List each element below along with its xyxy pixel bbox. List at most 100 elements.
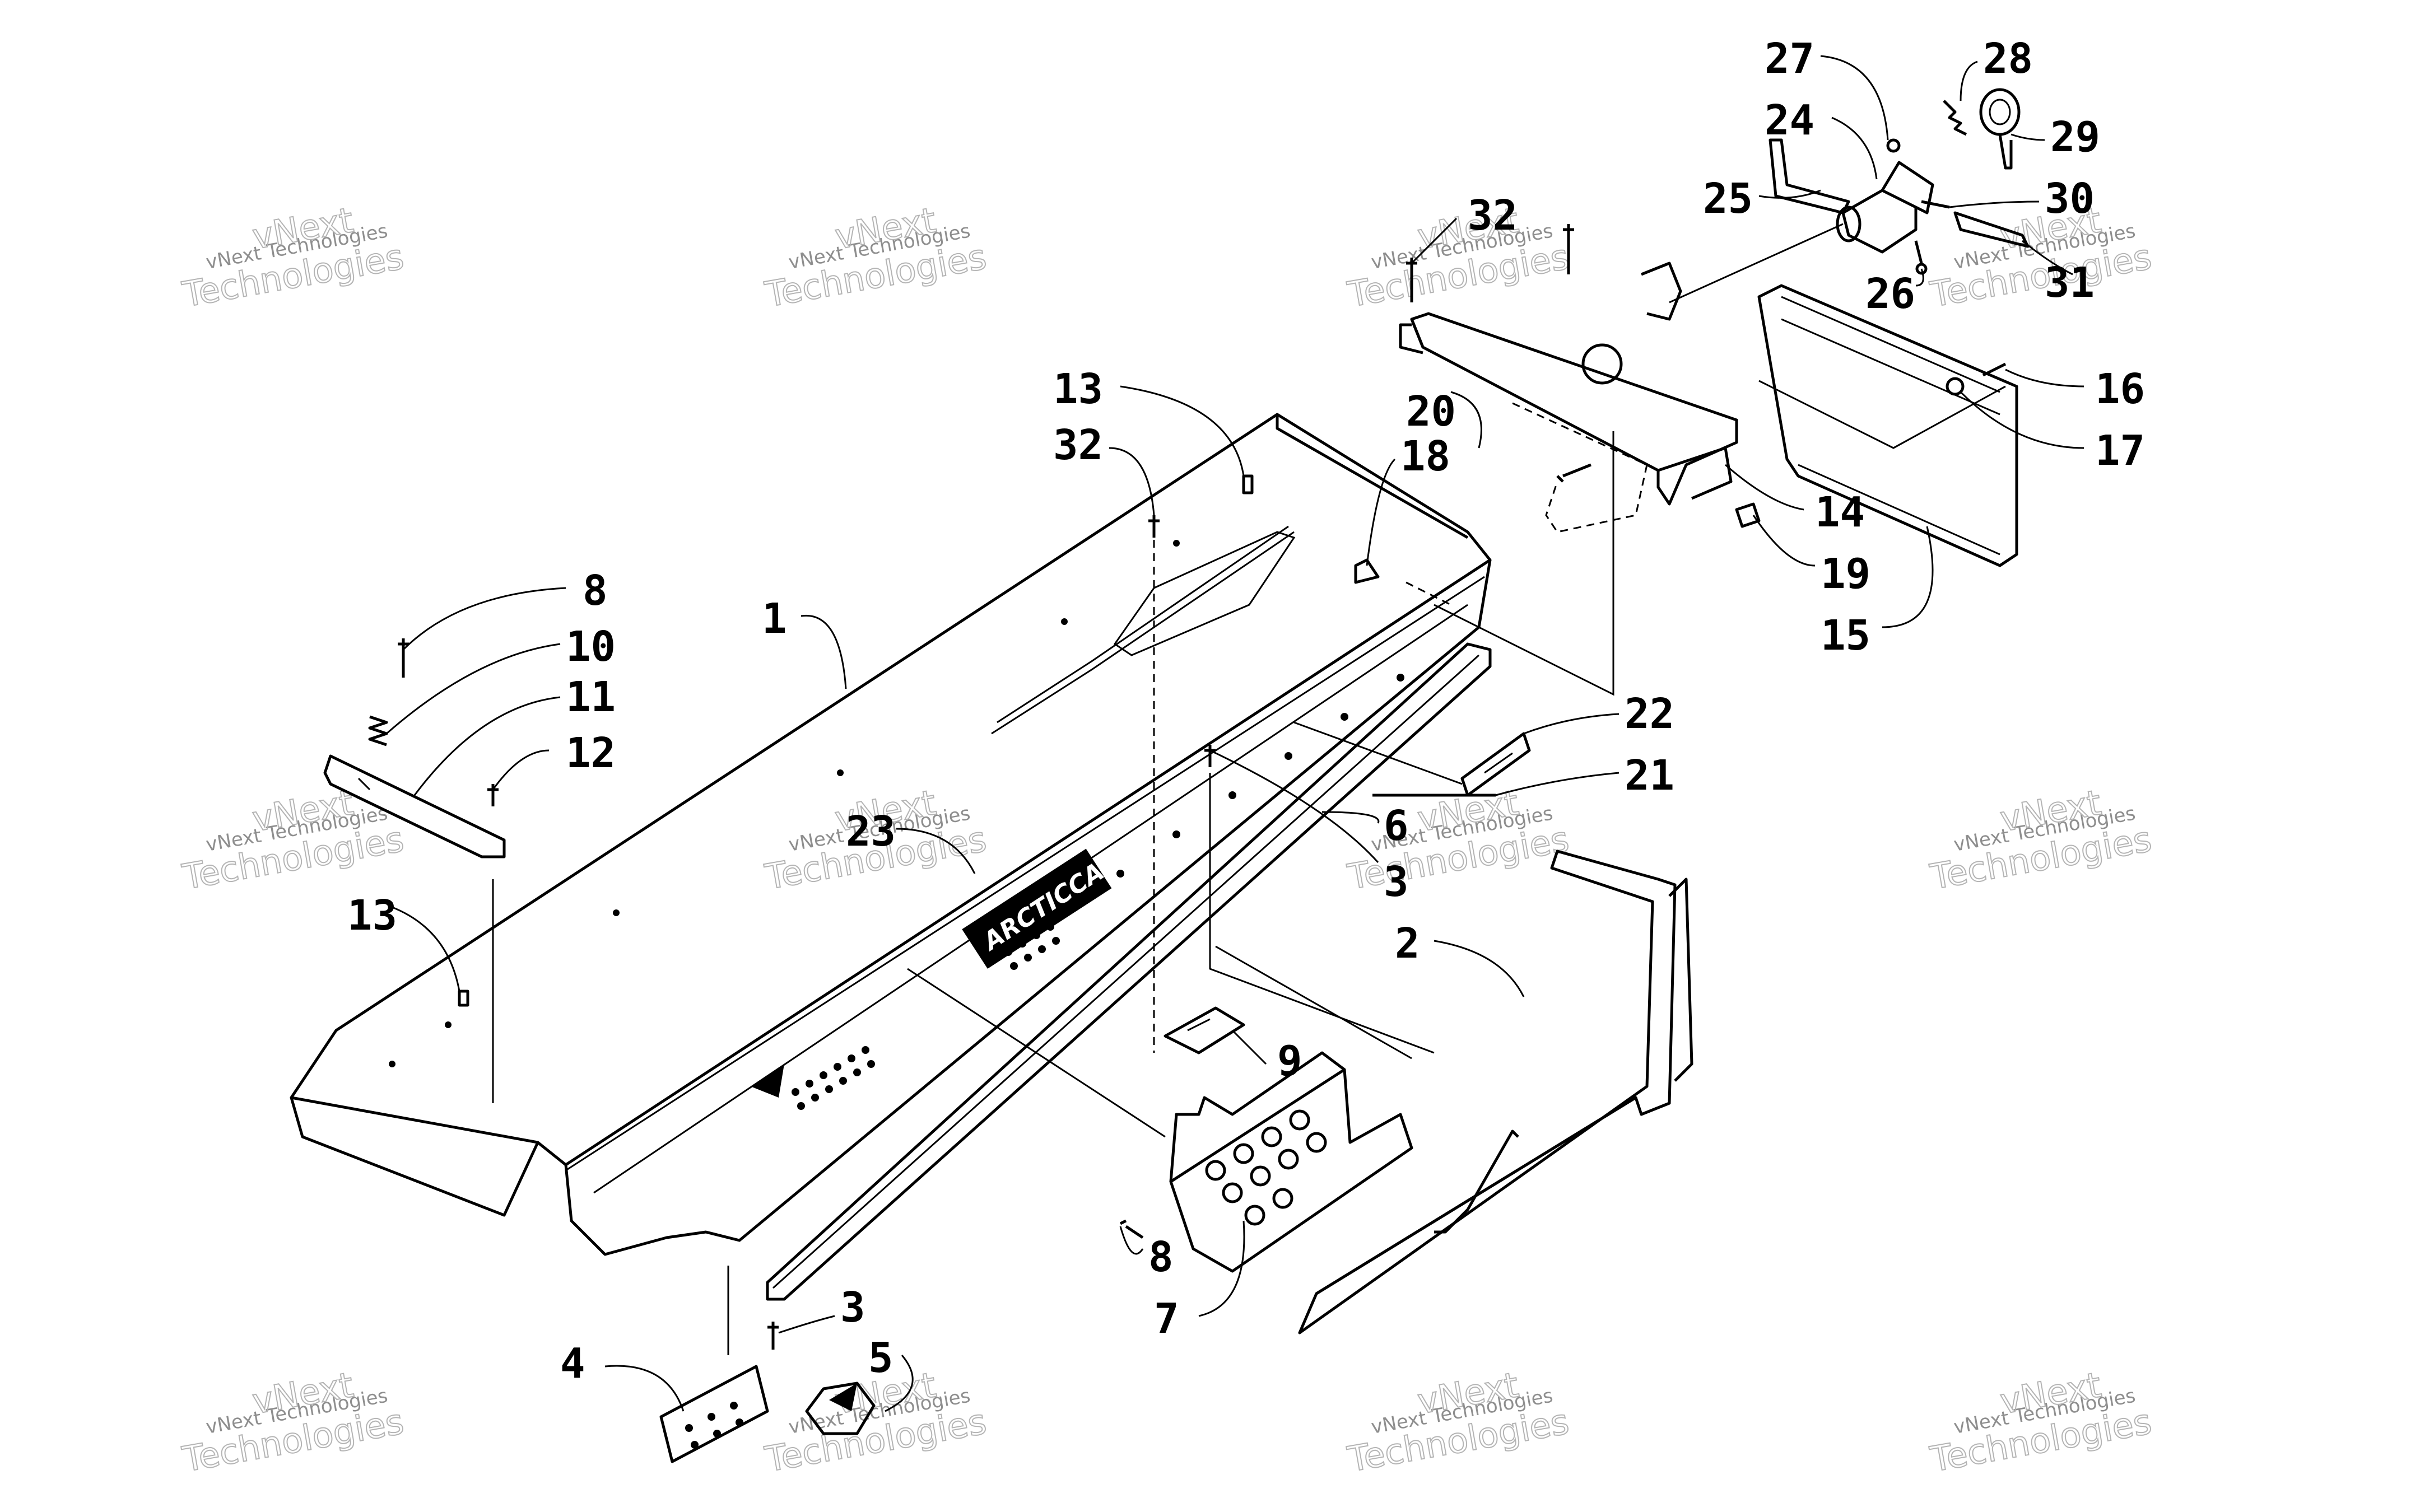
watermark: vNext Technologies vNext Technologies (1926, 199, 2155, 316)
svg-text:7: 7 (1154, 1295, 1179, 1343)
callout-28: 28 (1960, 35, 2033, 101)
watermark: vNext Technologies vNext Technologies (179, 1364, 407, 1481)
watermark: vNext Technologies vNext Technologies (761, 199, 990, 316)
callout-31: 31 (2022, 240, 2095, 307)
callout-19: 19 (1752, 515, 1870, 598)
svg-text:13: 13 (347, 892, 397, 940)
callout-17: 17 (1960, 391, 2145, 475)
part-snow-flap (1757, 284, 2018, 567)
svg-text:31: 31 (2045, 259, 2095, 307)
svg-text:8: 8 (1148, 1233, 1174, 1281)
svg-text:3: 3 (840, 1284, 865, 1332)
svg-text:11: 11 (566, 673, 616, 721)
svg-text:20: 20 (1406, 388, 1456, 436)
callout-6: 6 (1321, 802, 1409, 850)
callout-16: 16 (2005, 365, 2145, 413)
callout-5: 5 (868, 1334, 914, 1412)
svg-text:16: 16 (2095, 365, 2145, 413)
callout-15: 15 (1821, 526, 1934, 660)
svg-text:18: 18 (1400, 432, 1450, 480)
svg-text:1: 1 (762, 595, 787, 643)
svg-text:25: 25 (1703, 175, 1753, 223)
direction-arrow-icon (829, 1383, 857, 1411)
watermark: vNext Technologies vNext Technologies (1926, 781, 2155, 898)
svg-text:13: 13 (1053, 365, 1103, 413)
callout-13-top: 13 (1053, 365, 1245, 477)
svg-text:29: 29 (2050, 113, 2100, 161)
svg-text:2: 2 (1395, 920, 1420, 968)
assembly-lines (492, 223, 2006, 1355)
part-rear-bumper (1298, 850, 1693, 1334)
part-clip (1164, 1006, 1245, 1054)
callout-14: 14 (1725, 464, 1865, 536)
watermark: vNext Technologies vNext Technologies (1344, 1364, 1572, 1481)
callout-27: 27 (1765, 35, 1889, 141)
callout-2: 2 (1395, 920, 1525, 997)
watermark: vNext Technologies vNext Technologies (179, 781, 407, 898)
callout-10: 10 (386, 623, 616, 735)
watermark: vNext Technologies vNext Technologies (1344, 199, 1572, 316)
callout-30: 30 (1949, 175, 2095, 223)
watermark: vNext Technologies vNext Technologies (1926, 1364, 2155, 1481)
svg-text:19: 19 (1821, 550, 1870, 598)
part-bracket (323, 754, 506, 858)
callout-11: 11 (413, 673, 616, 796)
callouts: 1 2 3 3 4 5 6 7 (347, 35, 2145, 1412)
svg-text:30: 30 (2045, 175, 2095, 223)
svg-text:5: 5 (868, 1334, 893, 1382)
callout-32-tunnel: 32 (1053, 421, 1155, 516)
callout-21: 21 (1495, 752, 1674, 800)
callout-23: 23 (846, 808, 976, 874)
svg-text:4: 4 (560, 1340, 585, 1388)
part-plate-5 (805, 1382, 876, 1435)
svg-text:15: 15 (1821, 612, 1870, 660)
watermark: vNext Technologies vNext Technologies (1344, 781, 1572, 898)
svg-text:22: 22 (1625, 690, 1674, 738)
svg-text:23: 23 (846, 808, 896, 856)
callout-12: 12 (492, 729, 616, 790)
svg-text:9: 9 (1277, 1037, 1302, 1085)
callout-7: 7 (1154, 1220, 1245, 1343)
part-reflector (1460, 732, 1531, 797)
svg-text:10: 10 (566, 623, 616, 671)
callout-29: 29 (2011, 113, 2100, 161)
svg-text:24: 24 (1765, 96, 1814, 144)
callout-8-upper: 8 (402, 567, 608, 651)
callout-3-lower: 3 (778, 1284, 865, 1334)
callout-9: 9 (1231, 1029, 1302, 1085)
callout-24: 24 (1765, 96, 1878, 180)
svg-text:6: 6 (1384, 802, 1409, 850)
svg-text:3: 3 (1384, 858, 1409, 906)
footrest-holes (1205, 1109, 1327, 1226)
svg-text:8: 8 (583, 567, 608, 615)
fasteners (398, 224, 2007, 1350)
part-hitch-bracket (1399, 262, 1738, 533)
part-plate-4 (659, 1365, 769, 1463)
callout-4: 4 (560, 1340, 685, 1412)
svg-text:14: 14 (1815, 488, 1865, 536)
callout-32-top: 32 (1411, 192, 1518, 264)
svg-text:26: 26 (1865, 270, 1915, 318)
callout-8-lower: 8 (1119, 1226, 1174, 1281)
svg-text:17: 17 (2095, 427, 2145, 475)
svg-text:12: 12 (566, 729, 616, 777)
part-hitch-assembly (1769, 88, 2030, 275)
svg-text:21: 21 (1625, 752, 1674, 800)
svg-text:27: 27 (1765, 35, 1814, 83)
callout-3-upper: 3 (1209, 749, 1409, 906)
callout-25: 25 (1703, 175, 1821, 223)
callout-1: 1 (762, 595, 847, 689)
svg-text:32: 32 (1468, 192, 1518, 240)
svg-text:32: 32 (1053, 421, 1103, 469)
watermarks: vNext Technologies vNext Technologies vN… (179, 199, 2155, 1481)
callout-13-left: 13 (347, 892, 460, 992)
part-slide-rail (766, 642, 1492, 1301)
callout-18: 18 (1366, 432, 1450, 566)
direction-arrow-icon (751, 1064, 784, 1098)
watermark: vNext Technologies vNext Technologies (179, 199, 407, 316)
svg-text:28: 28 (1983, 35, 2033, 83)
callout-20: 20 (1406, 388, 1482, 449)
callout-22: 22 (1523, 690, 1674, 738)
callout-26: 26 (1865, 268, 1924, 318)
